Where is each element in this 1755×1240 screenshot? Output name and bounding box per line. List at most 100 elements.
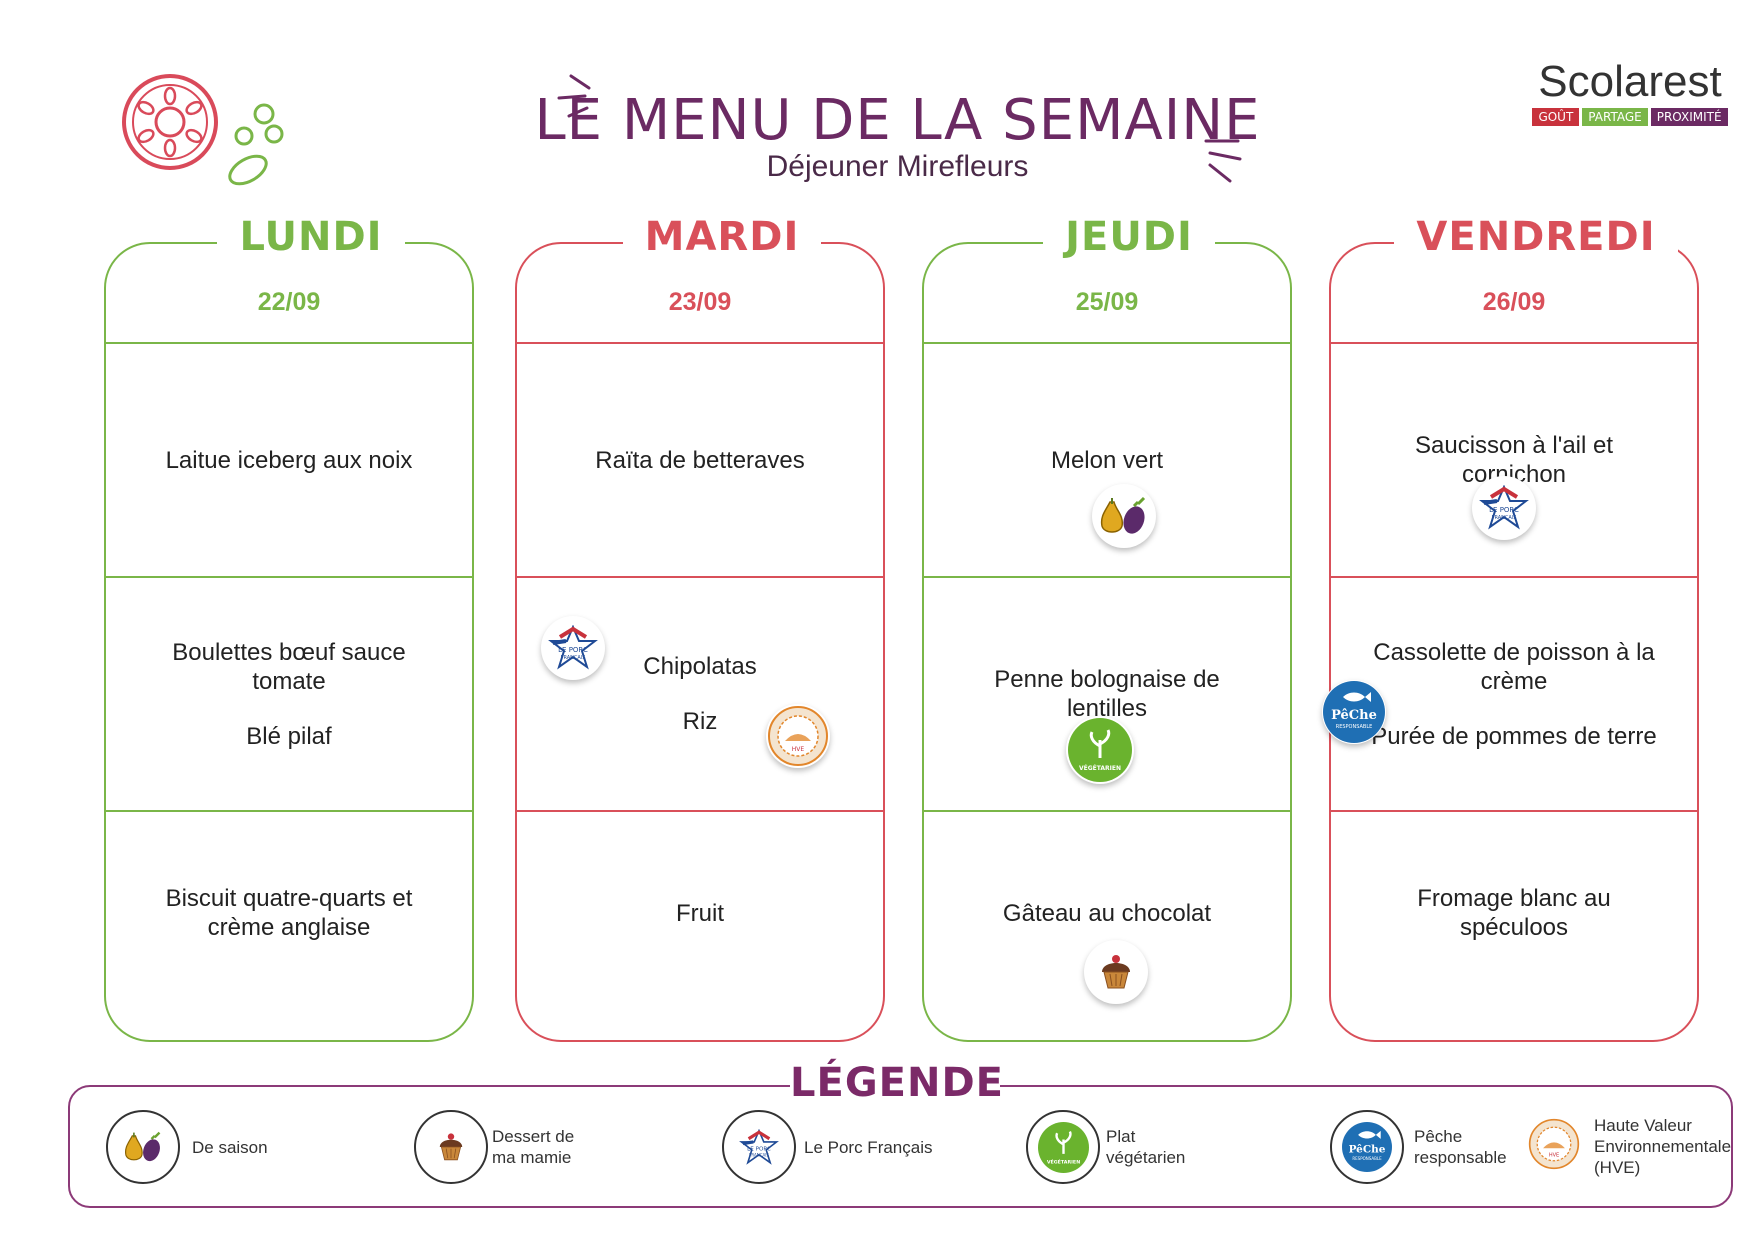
svg-text:LE PORC: LE PORC	[558, 646, 588, 654]
row-divider	[922, 576, 1292, 578]
row-divider	[1329, 810, 1699, 812]
legend-label-line: Le Porc Français	[804, 1138, 933, 1157]
svg-text:LE PORC: LE PORC	[1489, 506, 1519, 514]
seasonal-icon-graphic	[1100, 496, 1146, 534]
menu-item-text: Melon vert	[1050, 446, 1164, 474]
legend-label-line: Plat	[1106, 1127, 1136, 1146]
svg-text:VÉGÉTARIEN: VÉGÉTARIEN	[1079, 764, 1121, 772]
seasonal-icon	[106, 1110, 180, 1184]
menu-item-text: Purée de pommes de terre	[1371, 722, 1657, 750]
legend-label: De saison	[192, 1137, 268, 1158]
cupcake-icon	[414, 1110, 488, 1184]
legend-label-line: Dessert de	[492, 1127, 575, 1146]
menu-item-text: crème	[1480, 667, 1548, 695]
legend-label-line: responsable	[1414, 1148, 1507, 1167]
row-divider	[104, 810, 474, 812]
legend-label-line: Pêche	[1414, 1127, 1463, 1146]
menu-cell: Laitue iceberg aux noix	[104, 344, 474, 576]
title-accent-right-icon	[1204, 139, 1242, 183]
row-divider	[1329, 576, 1699, 578]
hve-icon-graphic: HVE	[768, 706, 828, 766]
tomato-slice-icon	[122, 74, 218, 170]
page-title: LE MENU DE LA SEMAINE	[534, 88, 1261, 153]
legend-label: Le Porc Français	[804, 1137, 933, 1158]
row-divider	[515, 810, 885, 812]
legend-title: LÉGENDE	[790, 1060, 1004, 1106]
day-name-text: MARDI	[622, 214, 822, 260]
seasonal-icon	[1092, 484, 1156, 548]
svg-text:HVE: HVE	[1549, 1153, 1559, 1159]
legend-label-line: (HVE)	[1594, 1158, 1641, 1177]
legend-label-line: ma mamie	[492, 1148, 572, 1167]
menu-item-text: Gâteau au chocolat	[1002, 899, 1212, 927]
menu-item-text: Boulettes bœuf sauce	[172, 638, 406, 666]
day-name-text: JEUDI	[1043, 214, 1215, 260]
day-name: MARDI	[515, 214, 929, 260]
cupcake-icon-graphic	[1102, 955, 1130, 989]
menu-cell: Melon vert	[922, 344, 1292, 576]
day-date: 22/09	[257, 288, 321, 316]
hve-icon: HVE	[766, 704, 830, 768]
menu-item-text: Penne bolognaise de	[994, 666, 1220, 693]
svg-text:VÉGÉTARIEN: VÉGÉTARIEN	[1046, 1157, 1079, 1165]
legend-label: Plat végétarien	[1106, 1126, 1185, 1168]
cupcake-icon	[1084, 940, 1148, 1004]
day-date: 26/09	[1482, 288, 1546, 316]
menu-item-text: crème anglaise	[207, 914, 371, 941]
hve-icon: HVE	[1528, 1118, 1580, 1175]
svg-text:PêChe: PêChe	[1331, 708, 1377, 723]
svg-text:PêChe: PêChe	[1349, 1144, 1386, 1156]
svg-text:RESPONSABLE: RESPONSABLE	[1352, 1156, 1382, 1161]
legend-label: Pêche responsable	[1414, 1126, 1507, 1168]
menu-item-text: spéculoos	[1459, 914, 1569, 941]
svg-text:FRANÇAIS: FRANÇAIS	[561, 655, 586, 661]
menu-item-text: Fruit	[676, 899, 724, 927]
vegetarian-icon: VÉGÉTARIEN	[1026, 1110, 1100, 1184]
day-date: 23/09	[668, 288, 732, 316]
svg-text:LE PORC: LE PORC	[747, 1146, 771, 1152]
menu-item-text: Saucisson à l'ail et	[1414, 432, 1614, 459]
row-divider	[515, 576, 885, 578]
day-name-text: VENDREDI	[1394, 214, 1678, 260]
day-name-text: LUNDI	[217, 214, 405, 260]
menu-item-text: Biscuit quatre-quarts et	[165, 885, 413, 912]
row-divider	[515, 342, 885, 344]
legend-label-line: végétarien	[1106, 1148, 1186, 1167]
svg-text:FRANÇAIS: FRANÇAIS	[1492, 515, 1517, 521]
row-divider	[922, 342, 1292, 344]
day-name: LUNDI	[104, 214, 518, 260]
svg-text:HVE: HVE	[792, 746, 805, 753]
row-divider	[922, 810, 1292, 812]
vegetarian-icon: VÉGÉTARIEN	[1066, 716, 1134, 784]
legend-label-line: Environnementale	[1594, 1137, 1732, 1156]
page-subtitle: Déjeuner Mirefleurs	[766, 150, 1029, 183]
row-divider	[1329, 342, 1699, 344]
menu-item-text: tomate	[252, 667, 326, 695]
menu-item-text: Raïta de betteraves	[595, 446, 805, 474]
brand-tag: PROXIMITÉ	[1650, 108, 1728, 126]
menu-item-text: Laitue iceberg aux noix	[165, 446, 413, 474]
row-divider	[104, 342, 474, 344]
svg-text:FRANÇAIS: FRANÇAIS	[749, 1152, 769, 1157]
brand-tag: GOÛT	[1532, 108, 1580, 126]
menu-cell: Gâteau au chocolat	[922, 812, 1292, 1014]
vegetarian-icon-graphic: VÉGÉTARIEN	[1068, 718, 1132, 782]
menu-item-text: Cassolette de poisson à la	[1373, 638, 1655, 666]
day-name: VENDREDI	[1329, 214, 1743, 260]
